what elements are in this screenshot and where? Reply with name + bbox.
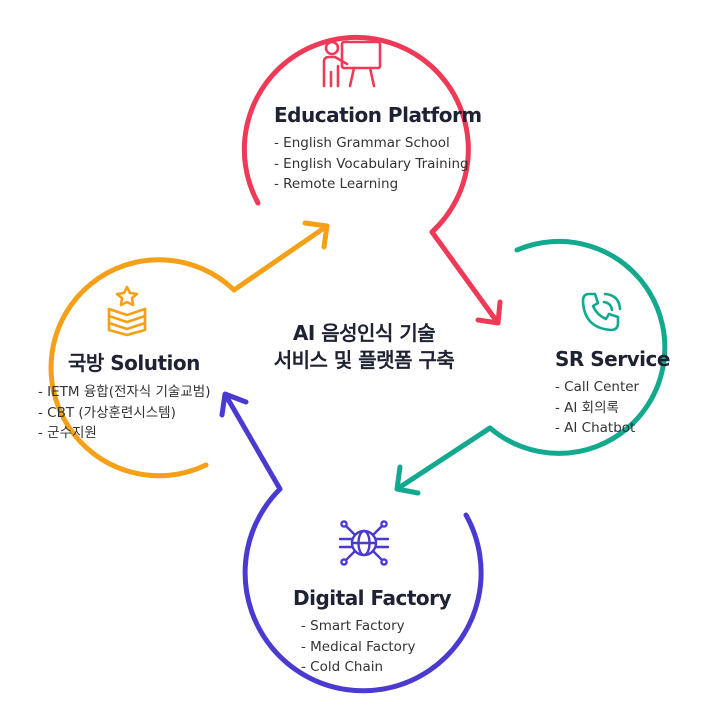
digital-arrow bbox=[219, 391, 283, 492]
list-item: - AI 회의록 bbox=[555, 399, 619, 416]
defense-title: 국방 Solution bbox=[68, 351, 200, 375]
education-arrow bbox=[429, 229, 503, 326]
center-line-2: 서비스 및 플랫폼 구축 bbox=[273, 348, 455, 372]
presentation-teacher-icon bbox=[322, 40, 382, 88]
center-label: AI 음성인식 기술 서비스 및 플랫폼 구축 bbox=[254, 320, 474, 374]
list-item: - 군수지원 bbox=[38, 425, 97, 441]
military-rank-badge-icon bbox=[107, 285, 147, 337]
list-item: - IETM 융합(전자식 기술교범) bbox=[38, 384, 211, 400]
education-title: Education Platform bbox=[274, 103, 482, 127]
defense-arrow bbox=[231, 220, 330, 293]
sr-items: - Call Center - AI 회의록 - AI Chatbot bbox=[555, 377, 670, 439]
sr-block: SR Service - Call Center - AI 회의록 - AI C… bbox=[555, 347, 670, 439]
list-item: - Cold Chain bbox=[301, 659, 384, 675]
digital-title: Digital Factory bbox=[293, 586, 452, 610]
globe-network-icon bbox=[338, 520, 390, 566]
sr-ring bbox=[487, 238, 668, 456]
sr-arrow bbox=[394, 425, 493, 496]
list-item: - English Vocabulary Training bbox=[274, 155, 469, 172]
list-item: - AI Chatbot bbox=[555, 420, 636, 436]
list-item: - Remote Learning bbox=[274, 176, 399, 192]
list-item: - CBT (가상훈련시스템) bbox=[38, 404, 176, 421]
digital-ring bbox=[242, 486, 484, 694]
phone-call-icon bbox=[581, 292, 622, 332]
list-item: - Medical Factory bbox=[301, 638, 416, 655]
education-items: - English Grammar School - English Vocab… bbox=[274, 133, 482, 195]
list-item: - Call Center bbox=[555, 379, 640, 395]
digital-block: Digital Factory - Smart Factory - Medica… bbox=[293, 586, 452, 678]
sr-title: SR Service bbox=[555, 347, 670, 371]
list-item: - English Grammar School bbox=[274, 135, 450, 151]
education-block: Education Platform - English Grammar Sch… bbox=[274, 103, 482, 195]
defense-ring bbox=[48, 257, 237, 479]
defense-items: - IETM 융합(전자식 기술교범) - CBT (가상훈련시스템) - 군수… bbox=[38, 382, 210, 444]
defense-block: 국방 Solution - IETM 융합(전자식 기술교범) - CBT (가… bbox=[38, 347, 210, 444]
digital-items: - Smart Factory - Medical Factory - Cold… bbox=[301, 616, 451, 678]
center-line-1: AI 음성인식 기술 bbox=[292, 321, 436, 345]
education-ring bbox=[241, 34, 471, 235]
list-item: - Smart Factory bbox=[301, 618, 405, 634]
